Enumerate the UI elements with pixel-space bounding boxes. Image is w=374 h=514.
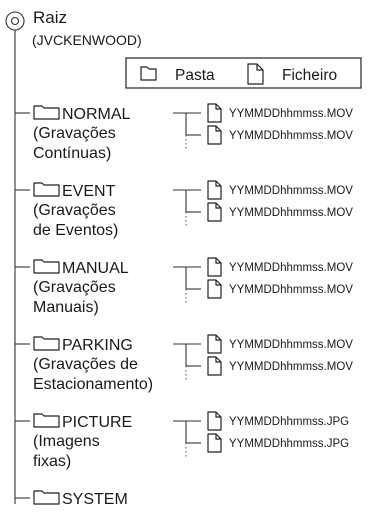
folder-icon	[33, 105, 60, 120]
file-icon	[207, 257, 222, 277]
folder-description-line: Estacionamento)	[33, 376, 153, 393]
file-name: YYMMDDhhmmss.MOV	[229, 262, 353, 274]
file-name: YYMMDDhhmmss.MOV	[229, 361, 353, 373]
file-name: YYMMDDhhmmss.MOV	[229, 284, 353, 296]
file-icon	[207, 103, 222, 123]
root-node: Raiz (JVCKENWOOD)	[5, 8, 142, 48]
folder-description-line: (Gravações de	[33, 356, 138, 373]
folder-icon	[33, 336, 60, 351]
legend-folder-icon	[140, 66, 157, 81]
folder-name: PICTURE	[62, 414, 132, 431]
folder-name: EVENT	[62, 183, 116, 200]
folder-description-line: (Gravações	[33, 202, 116, 219]
legend-folder-label: Pasta	[175, 67, 215, 84]
folder-description-line: Contínuas)	[33, 145, 111, 162]
folder-icon	[33, 413, 60, 428]
folders-layer: NORMAL(GravaçõesContínuas)YYMMDDhhmmss.M…	[15, 103, 353, 508]
folder-name: SYSTEM	[62, 491, 128, 508]
folder-system: SYSTEM	[15, 490, 128, 508]
folder-description-line: (Gravações	[33, 279, 116, 296]
folder-icon	[33, 182, 60, 197]
folder-picture: PICTURE (Imagens fixas) YYMMDDhhmmss.JPG YYM…	[15, 411, 349, 470]
file-name: YYMMDDhhmmss.MOV	[229, 339, 353, 351]
folder-icon	[33, 259, 60, 274]
file-icon	[207, 356, 222, 376]
legend-file-icon	[247, 63, 264, 85]
folder-name: MANUAL	[62, 260, 129, 277]
root-subtitle: (JVCKENWOOD)	[32, 32, 142, 48]
folder-icon	[33, 490, 60, 505]
file-icon	[207, 411, 222, 431]
file-name: YYMMDDhhmmss.MOV	[229, 185, 353, 197]
root-title: Raiz	[33, 8, 67, 27]
file-icon	[207, 125, 222, 145]
folder-description-line: fixas)	[33, 453, 71, 470]
root-inner-circle	[10, 16, 20, 26]
legend-box	[125, 57, 362, 89]
file-icon	[207, 279, 222, 299]
folder-name: PARKING	[62, 337, 133, 354]
folder-description-line: (Gravações	[33, 125, 116, 142]
file-icon	[207, 202, 222, 222]
file-name: YYMMDDhhmmss.MOV	[229, 207, 353, 219]
file-name: YYMMDDhhmmss.JPG	[229, 416, 349, 428]
file-icon	[207, 334, 222, 354]
folder-parking: PARKING (Gravações de Estacionamento) YYMMD…	[15, 334, 353, 393]
file-name: YYMMDDhhmmss.JPG	[229, 438, 349, 450]
folder-name: NORMAL	[62, 106, 131, 123]
folder-description-line: Manuais)	[33, 299, 99, 316]
folder-description-line: (Imagens	[33, 433, 100, 450]
file-icon	[207, 433, 222, 453]
folder-event: EVENT (Gravações de Eventos) YYMMDDhhmmss.M…	[15, 180, 353, 239]
file-name: YYMMDDhhmmss.MOV	[229, 108, 353, 120]
file-name: YYMMDDhhmmss.MOV	[229, 130, 353, 142]
legend-file-label: Ficheiro	[282, 67, 337, 84]
folder-description-line: de Eventos)	[33, 222, 118, 239]
root-outer-circle	[5, 11, 25, 31]
file-icon	[207, 180, 222, 200]
legend: Pasta Ficheiro	[125, 57, 362, 89]
